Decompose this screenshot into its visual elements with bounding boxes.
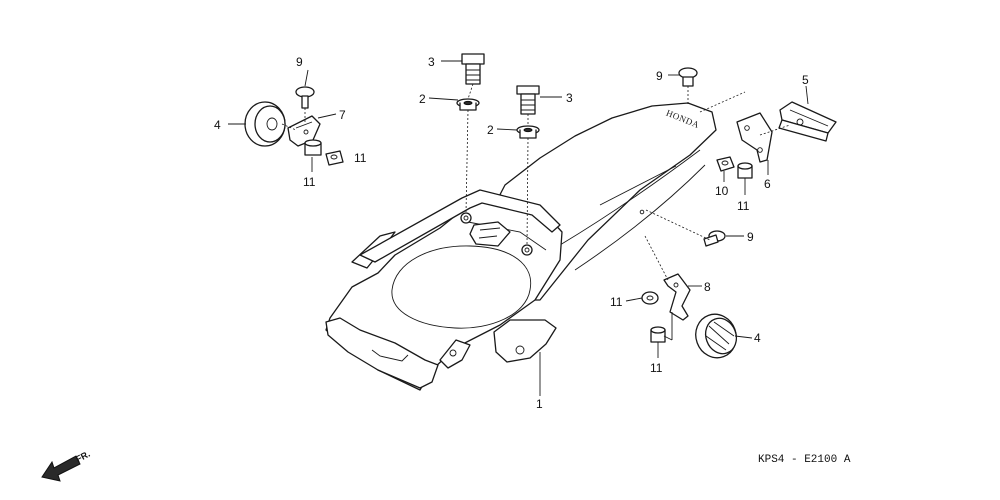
bolt-3-lower[interactable]	[516, 85, 540, 115]
reflector-bracket[interactable]	[736, 112, 773, 163]
rear-fender[interactable]: HONDA	[325, 102, 717, 391]
callout-4-right: 4	[754, 331, 761, 345]
reflector-bracket-lower[interactable]	[663, 273, 691, 321]
bolt-3-upper[interactable]	[461, 53, 485, 85]
nut-10[interactable]	[716, 156, 735, 172]
callout-10: 10	[715, 184, 729, 198]
callout-3-upper: 3	[428, 55, 435, 69]
leader-lines	[228, 60, 809, 396]
callout-6: 6	[764, 177, 771, 191]
front-direction-arrow: FR.	[41, 449, 92, 482]
collar-2-lower[interactable]	[516, 125, 540, 139]
nut-11-lower-a[interactable]	[641, 291, 659, 305]
callout-2-upper: 2	[419, 92, 426, 106]
callout-7: 7	[339, 108, 346, 122]
callout-1: 1	[536, 397, 543, 411]
nut-11-right-upper[interactable]	[737, 162, 753, 179]
rear-reflector[interactable]	[778, 101, 837, 142]
callout-3-lower: 3	[566, 91, 573, 105]
screw-9-left[interactable]	[295, 86, 315, 109]
callout-9-right: 9	[747, 230, 754, 244]
direction-label: FR.	[74, 449, 91, 465]
drawing-code: KPS4 - E2100 A	[758, 454, 851, 466]
callout-5: 5	[802, 73, 809, 87]
collar-2-upper[interactable]	[456, 98, 480, 111]
callout-9-upper-right: 9	[656, 69, 663, 83]
nut-11-lower-b[interactable]	[650, 326, 666, 343]
side-reflector-left[interactable]	[244, 101, 286, 147]
callout-4-left: 4	[214, 118, 221, 132]
callout-2-lower: 2	[487, 123, 494, 137]
callout-11-lower-left: 11	[610, 295, 623, 309]
callout-labels: 1 2 2 3 3 4 4 5 6 7 8 9 9 9 10 11 11 11 …	[214, 55, 809, 411]
nut-11-left-a[interactable]	[304, 139, 322, 156]
callout-11-right-upper: 11	[737, 199, 750, 213]
callout-9-left: 9	[296, 55, 303, 69]
screw-9-upper-right[interactable]	[678, 67, 698, 87]
callout-8: 8	[704, 280, 711, 294]
screw-9-right[interactable]	[703, 230, 726, 247]
callout-11-left-right: 11	[354, 151, 367, 165]
side-reflector-right[interactable]	[690, 308, 743, 363]
nut-11-left-b[interactable]	[325, 150, 344, 166]
callout-11-left-below: 11	[303, 175, 316, 189]
callout-11-lower-below: 11	[650, 361, 663, 375]
